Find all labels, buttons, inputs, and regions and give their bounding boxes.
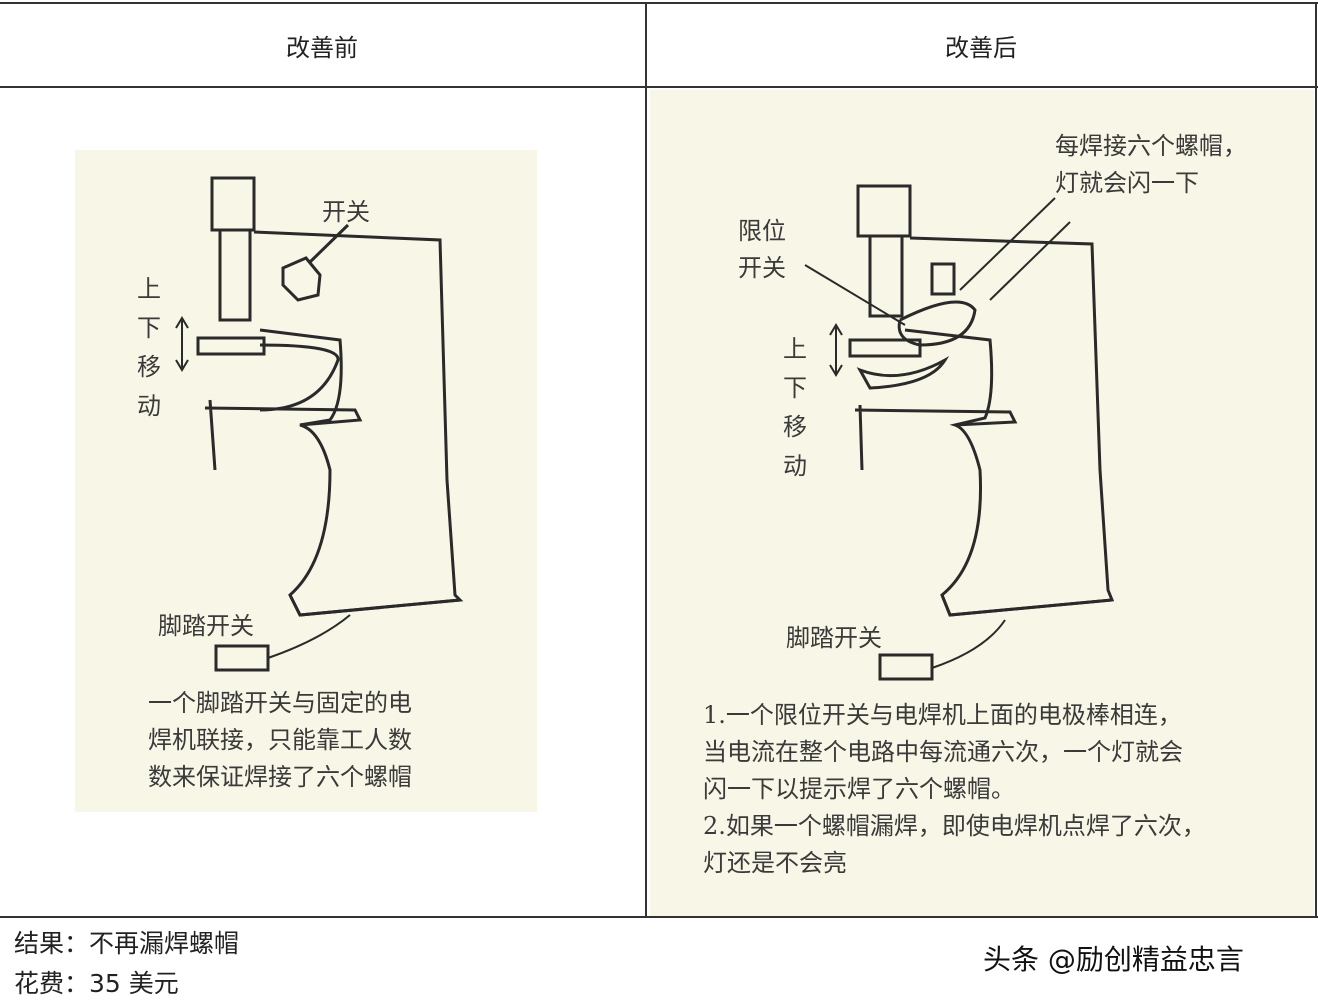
before-foot-cable: [267, 614, 351, 659]
after-electrode-head: [856, 184, 912, 238]
after-limit-switch-label: 限位 开关: [738, 213, 786, 287]
before-upper-electrode: [196, 336, 266, 356]
before-description-line: 数来保证焊接了六个螺帽: [148, 763, 412, 791]
after-lower-arm: [854, 404, 1018, 471]
table-border-top: [0, 2, 1318, 4]
after-callout: 每焊接六个螺帽， 灯就会闪一下: [1055, 128, 1247, 202]
limit-switch-line: 开关: [738, 254, 786, 282]
column-divider: [645, 2, 647, 918]
cost-text: 花费：35 美元: [14, 969, 179, 998]
after-description-line: 2.如果一个螺帽漏焊，即使电焊机点焊了六次，: [703, 812, 1206, 840]
before-foot-switch-label: 脚踏开关: [158, 612, 254, 640]
after-limit-switch-leader: [804, 264, 906, 326]
before-bowl: [259, 343, 340, 412]
before-base: [288, 594, 461, 617]
before-description: 一个脚踏开关与固定的电 焊机联接，只能靠工人数 数来保证焊接了六个螺帽: [148, 685, 412, 796]
after-callout-leader: [959, 197, 1071, 301]
before-welder-machine: [175, 176, 464, 672]
after-description-line: 当电流在整个电路中每流通六次，一个灯就会: [703, 738, 1183, 766]
after-counter-dial: [897, 300, 977, 347]
header-divider: [0, 86, 1318, 88]
after-lamp: [930, 262, 956, 296]
after-description-line: 闪一下以提示焊了六个螺帽。: [703, 775, 1015, 803]
after-callout-line: 每焊接六个螺帽，: [1055, 132, 1247, 160]
result-text: 结果：不再漏焊螺帽: [14, 929, 240, 958]
before-foot-switch: [214, 644, 270, 672]
after-motion-label: 上下移动: [783, 335, 807, 480]
after-illustration-panel: [650, 90, 1314, 916]
before-lower-arm: [204, 399, 363, 471]
after-description-line: 1.一个限位开关与电焊机上面的电极棒相连，: [703, 701, 1182, 729]
after-machine-body: [904, 236, 1115, 617]
after-foot-switch: [878, 653, 934, 681]
before-electrode-head: [210, 176, 256, 232]
after-upper-electrode: [848, 338, 922, 358]
after-description-line: 灯还是不会亮: [703, 849, 847, 877]
after-foot-cable: [931, 619, 1006, 669]
after-foot-switch-label: 脚踏开关: [786, 624, 882, 652]
after-motion-arrow: [829, 323, 843, 377]
after-callout-line: 灯就会闪一下: [1055, 169, 1199, 197]
footer-divider: [0, 916, 1318, 918]
after-counter-dial-lower: [856, 355, 950, 390]
before-switch-box: [281, 256, 322, 302]
before-description-line: 一个脚踏开关与固定的电: [148, 689, 412, 717]
limit-switch-line: 限位: [738, 217, 786, 245]
before-description-line: 焊机联接，只能靠工人数: [148, 726, 412, 754]
after-welder-machine: [804, 184, 1115, 681]
after-description: 1.一个限位开关与电焊机上面的电极棒相连， 当电流在整个电路中每流通六次，一个灯…: [703, 697, 1206, 882]
after-base: [940, 594, 1113, 617]
after-electrode-column: [868, 234, 904, 318]
before-switch-label: 开关: [322, 198, 370, 226]
before-electrode-column: [218, 228, 252, 322]
before-machine-body: [253, 230, 464, 617]
header-before: 改善前: [286, 34, 358, 62]
before-switch-leader: [308, 223, 350, 264]
before-motion-arrow: [175, 316, 189, 372]
watermark: 头条 @励创精益忠言: [983, 943, 1244, 976]
table-border-right: [1315, 2, 1317, 918]
before-motion-label: 上下移动: [137, 275, 161, 420]
header-after: 改善后: [945, 34, 1017, 62]
